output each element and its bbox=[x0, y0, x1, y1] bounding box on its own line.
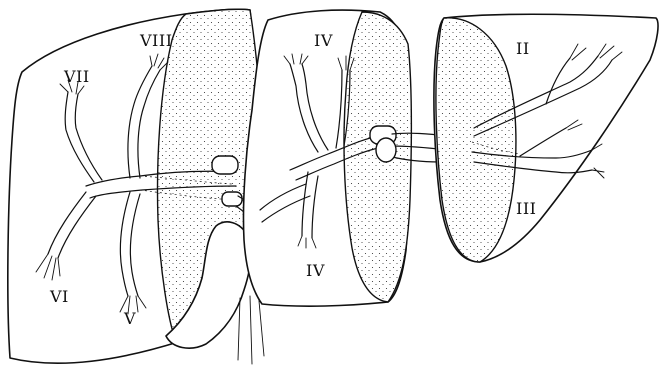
seg-vii-label: VII bbox=[63, 67, 90, 86]
seg-v-label: V bbox=[123, 309, 136, 328]
seg-iv-upper-label: IV bbox=[314, 31, 333, 50]
seg-viii-label: VIII bbox=[139, 31, 173, 50]
seg-iii-label: III bbox=[516, 199, 536, 218]
seg-iv-lower-label: IV bbox=[306, 261, 325, 280]
left-lobe bbox=[434, 14, 658, 262]
seg-ii-label: II bbox=[516, 39, 530, 58]
seg-vi-label: VI bbox=[49, 287, 69, 306]
